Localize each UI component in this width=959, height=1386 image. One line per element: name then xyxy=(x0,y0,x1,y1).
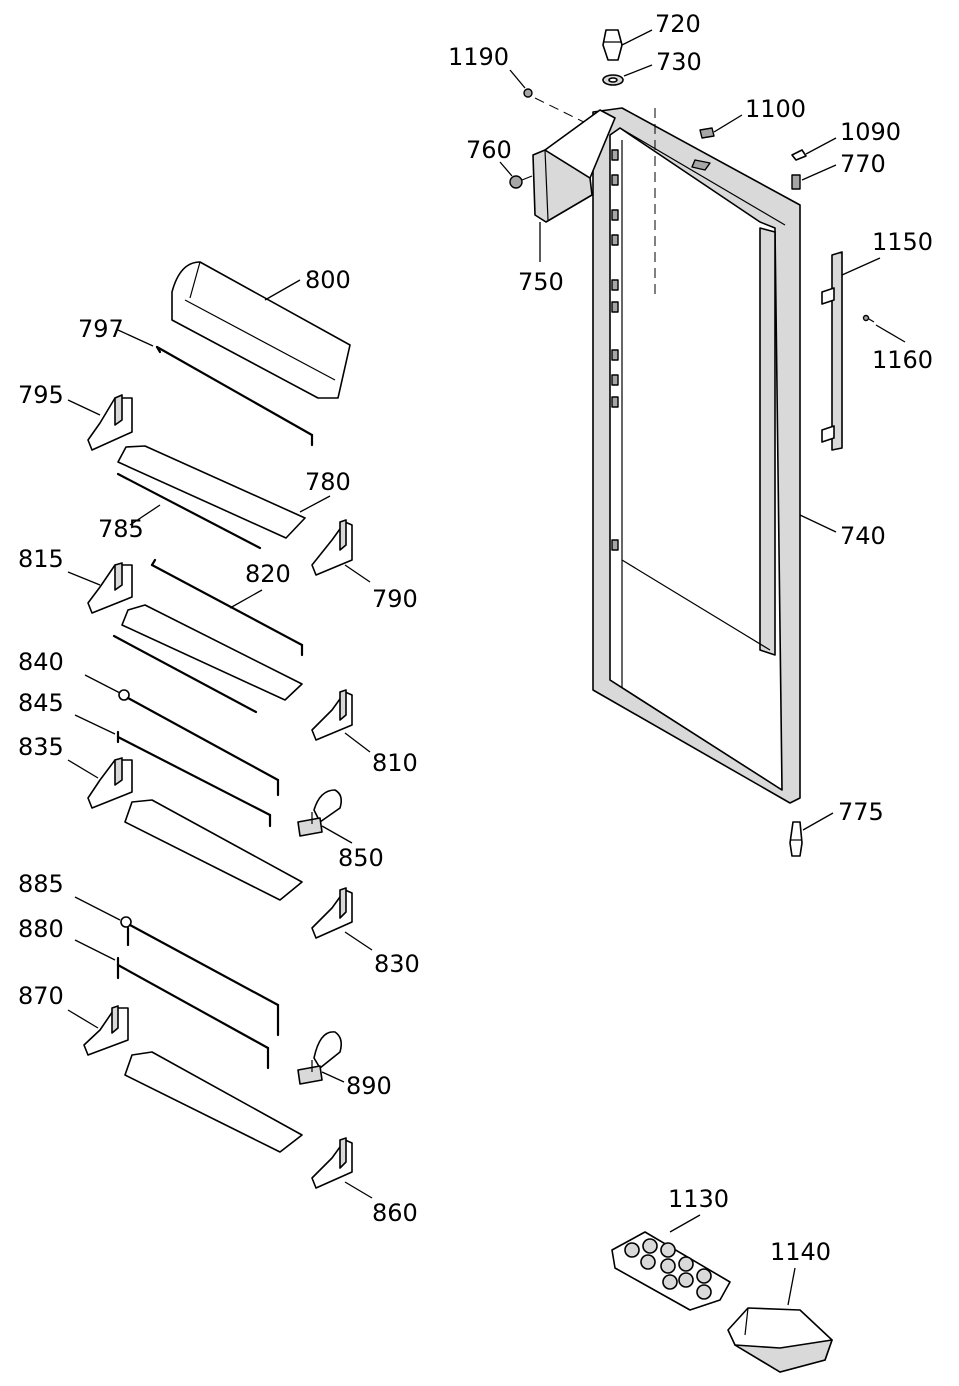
bracket-830 xyxy=(311,887,373,951)
bottom-pin-775 xyxy=(789,812,834,857)
wire-885 xyxy=(74,896,280,1037)
label-885: 885 xyxy=(18,870,64,898)
label-1190: 1190 xyxy=(448,43,509,71)
label-770: 770 xyxy=(840,150,886,178)
label-790: 790 xyxy=(372,585,418,613)
label-775: 775 xyxy=(838,798,884,826)
glass-shelf-780 xyxy=(116,445,331,550)
clip-850 xyxy=(297,789,353,844)
handle-1150 xyxy=(821,251,881,451)
wire-880 xyxy=(74,939,270,1070)
label-750: 750 xyxy=(518,268,564,296)
label-800: 800 xyxy=(305,266,351,294)
door-frame-740 xyxy=(592,107,801,804)
bracket-870 xyxy=(67,1005,129,1056)
wire-845 xyxy=(74,714,272,828)
label-1090: 1090 xyxy=(840,118,901,146)
label-880: 880 xyxy=(18,915,64,943)
bracket-860 xyxy=(311,1137,373,1199)
plug-1090 xyxy=(791,137,837,161)
box-1140 xyxy=(727,1267,833,1373)
label-1140: 1140 xyxy=(770,1238,831,1266)
bracket-815 xyxy=(67,562,133,614)
label-1130: 1130 xyxy=(668,1185,729,1213)
hinge-cover-750 xyxy=(532,109,616,262)
dairy-cover-800 xyxy=(171,261,351,399)
label-730: 730 xyxy=(656,48,702,76)
label-1100: 1100 xyxy=(745,95,806,123)
clip-890 xyxy=(297,1031,345,1085)
label-797: 797 xyxy=(78,315,124,343)
screw-760 xyxy=(499,161,533,189)
wire-797 xyxy=(117,329,314,447)
washer-730 xyxy=(602,64,653,86)
label-815: 815 xyxy=(18,545,64,573)
glass-shelf-2 xyxy=(112,604,303,714)
label-840: 840 xyxy=(18,648,64,676)
label-1150: 1150 xyxy=(872,228,933,256)
label-835: 835 xyxy=(18,733,64,761)
screw-1190 xyxy=(509,69,601,131)
wire-840 xyxy=(84,674,280,797)
label-810: 810 xyxy=(372,749,418,777)
label-870: 870 xyxy=(18,982,64,1010)
label-860: 860 xyxy=(372,1199,418,1227)
bracket-810 xyxy=(311,689,371,753)
label-780: 780 xyxy=(305,468,351,496)
glass-shelf-3 xyxy=(124,799,303,901)
screw-1160 xyxy=(862,314,906,343)
wire-820 xyxy=(150,558,304,657)
bracket-835 xyxy=(67,757,133,809)
egg-tray-1130 xyxy=(611,1214,731,1311)
pin-770 xyxy=(791,164,837,190)
label-760: 760 xyxy=(466,136,512,164)
label-1160: 1160 xyxy=(872,346,933,374)
label-890: 890 xyxy=(346,1072,392,1100)
label-740: 740 xyxy=(840,522,886,550)
glass-shelf-4 xyxy=(124,1051,303,1153)
bracket-795 xyxy=(67,394,133,451)
label-785: 785 xyxy=(98,515,144,543)
label-850: 850 xyxy=(338,844,384,872)
label-795: 795 xyxy=(18,381,64,409)
label-845: 845 xyxy=(18,689,64,717)
clip-1100 xyxy=(699,114,743,139)
label-720: 720 xyxy=(655,10,701,38)
label-820: 820 xyxy=(245,560,291,588)
label-830: 830 xyxy=(374,950,420,978)
hinge-pin-720 xyxy=(602,29,653,61)
bracket-790 xyxy=(311,519,371,583)
